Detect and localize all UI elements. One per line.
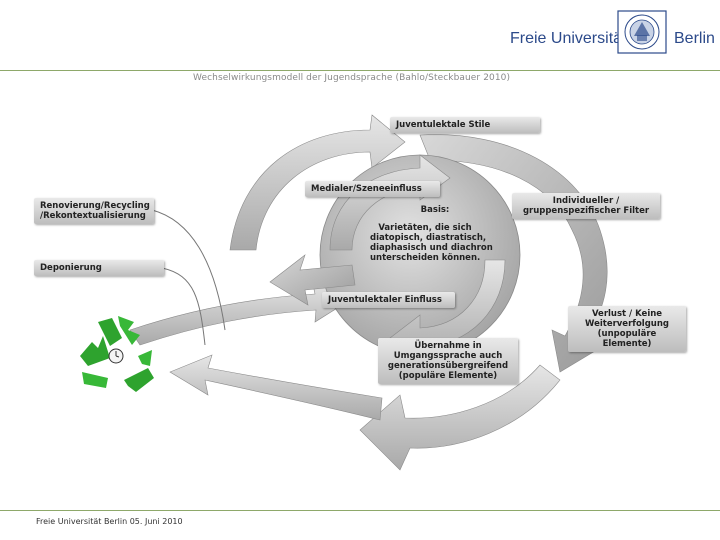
label-juventulektale-stile: Juventulektale Stile [390, 117, 540, 133]
label-renovierung-recycling: Renovierung/Recycling /Rekontextualisier… [34, 198, 154, 224]
connector-line-renovierung [151, 209, 226, 331]
label-basis: Basis: Varietäten, die sich diatopisch, … [370, 205, 493, 263]
connector-line-deponierung [161, 267, 206, 346]
inner-arrow-upper [329, 154, 451, 251]
label-deponierung: Deponierung [34, 260, 164, 276]
label-juventulektaler-einfluss: Juventulektaler Einfluss [322, 292, 455, 308]
label-individueller-filter: Individueller / gruppenspezifischer Filt… [512, 193, 660, 219]
recycle-return-arrow [169, 354, 383, 421]
label-medialer-szeneeinfluss: Medialer/Szeneeinfluss [305, 181, 440, 197]
header-divider [0, 70, 720, 71]
clock-icon [108, 348, 124, 364]
label-uebernahme: Übernahme in Umgangssprache auch generat… [378, 338, 518, 384]
label-verlust: Verlust / Keine Weiterverfolgung (unpopu… [568, 306, 686, 352]
university-seal-icon [617, 10, 667, 54]
logo-text-city: Berlin [674, 30, 715, 47]
diagram-caption: Wechselwirkungsmodell der Jugendsprache … [193, 73, 511, 83]
inner-arrow-left [269, 254, 356, 306]
footer-divider [0, 510, 720, 511]
recycle-icon [80, 316, 154, 392]
footer-text: Freie Universität Berlin 05. Juni 2010 [36, 517, 183, 526]
recycle-outgoing-arrow [129, 279, 351, 346]
outer-arrow-bottom [359, 364, 561, 471]
fu-berlin-logo: Freie Universität Berlin [510, 10, 716, 54]
logo-text-university: Freie Universität [510, 30, 627, 47]
